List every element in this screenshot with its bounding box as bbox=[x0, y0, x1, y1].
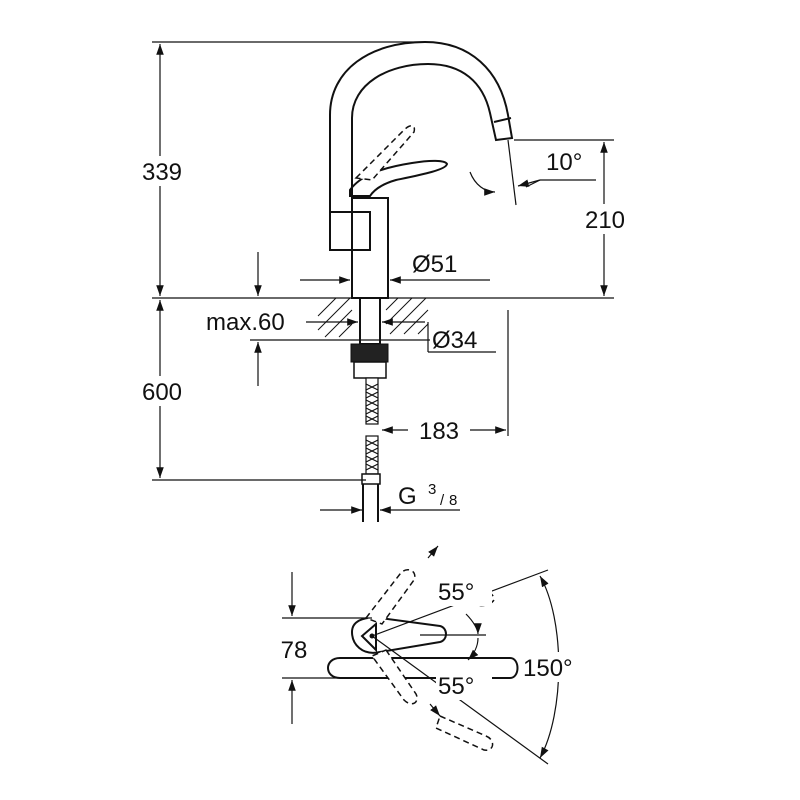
dim-max-thickness: max.60 bbox=[206, 309, 285, 336]
dim-reach: 183 bbox=[419, 418, 459, 445]
mounting-nut bbox=[350, 343, 389, 363]
aerator-band bbox=[493, 117, 512, 123]
body-upper bbox=[329, 211, 371, 251]
dim-connection-denominator: 8 bbox=[449, 492, 457, 509]
dim-angle-up: 55° bbox=[438, 579, 474, 606]
lever-tip bbox=[360, 621, 377, 653]
lever-swivel-down bbox=[435, 714, 494, 751]
countertop-hatching bbox=[317, 297, 429, 338]
dim-hole-diameter: Ø34 bbox=[432, 327, 477, 354]
lever-down-position bbox=[370, 649, 418, 705]
dim-connection-prefix: G bbox=[398, 483, 417, 510]
side-view: 339 600 210 10° Ø51 max.60 Ø34 183 bbox=[128, 40, 636, 522]
dim-angle-down: 55° bbox=[438, 673, 474, 700]
top-view: 78 55° 55° 150° bbox=[281, 545, 592, 765]
lever-up-position bbox=[364, 569, 416, 625]
dim-body-diameter: Ø51 bbox=[412, 251, 457, 278]
dim-spout-height: 210 bbox=[585, 207, 625, 234]
dim-height-total: 339 bbox=[142, 159, 182, 186]
dim-connection-slash: / bbox=[440, 492, 445, 509]
dim-spout-angle: 10° bbox=[546, 149, 582, 176]
lever-handle bbox=[349, 159, 449, 197]
dim-hose-length: 600 bbox=[142, 379, 182, 406]
nut-base bbox=[353, 361, 387, 379]
dim-swivel-angle: 150° bbox=[523, 655, 573, 682]
top-lever bbox=[350, 616, 447, 654]
supply-hose bbox=[361, 377, 381, 522]
mounting-shank bbox=[359, 297, 381, 345]
spout bbox=[329, 40, 514, 213]
dim-connection-numerator: 3 bbox=[428, 481, 436, 498]
base-plate bbox=[327, 657, 519, 679]
dim-lever-height: 78 bbox=[281, 637, 308, 664]
lever-alt-position bbox=[354, 125, 416, 181]
spout-swivel-arc bbox=[469, 171, 496, 196]
